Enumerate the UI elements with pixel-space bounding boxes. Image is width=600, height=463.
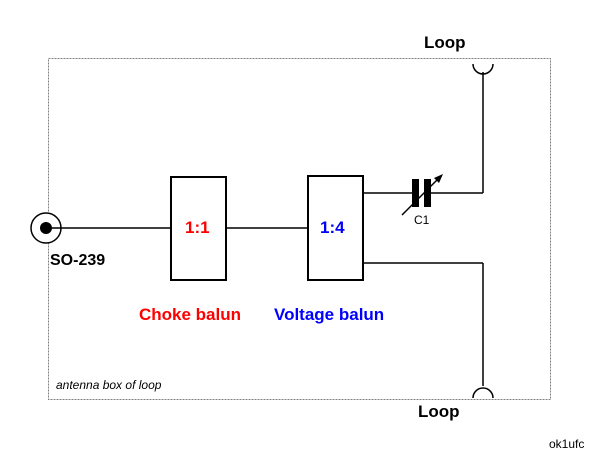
connector-label: SO-239 bbox=[50, 252, 106, 269]
choke-balun-box bbox=[170, 176, 227, 281]
antenna-box bbox=[48, 58, 551, 400]
capacitor-label: C1 bbox=[414, 213, 430, 227]
box-caption: antenna box of loop bbox=[56, 378, 162, 392]
choke-balun-label: Choke balun bbox=[139, 305, 242, 324]
loop-label-bottom: Loop bbox=[418, 402, 460, 421]
loop-label-top: Loop bbox=[424, 33, 466, 52]
loop-terminal-bottom bbox=[472, 387, 494, 399]
capacitor-variable-arrow bbox=[401, 176, 441, 216]
voltage-balun-label: Voltage balun bbox=[274, 305, 385, 324]
choke-ratio-label: 1:1 bbox=[185, 218, 210, 237]
loop-terminal-top bbox=[472, 63, 494, 75]
capacitor-plate-right bbox=[424, 179, 431, 207]
voltage-balun-box bbox=[307, 175, 364, 281]
author-label: ok1ufc bbox=[549, 437, 585, 451]
capacitor-arrowhead bbox=[434, 174, 443, 183]
capacitor-plate-left bbox=[412, 179, 419, 207]
voltage-ratio-label: 1:4 bbox=[320, 218, 345, 237]
